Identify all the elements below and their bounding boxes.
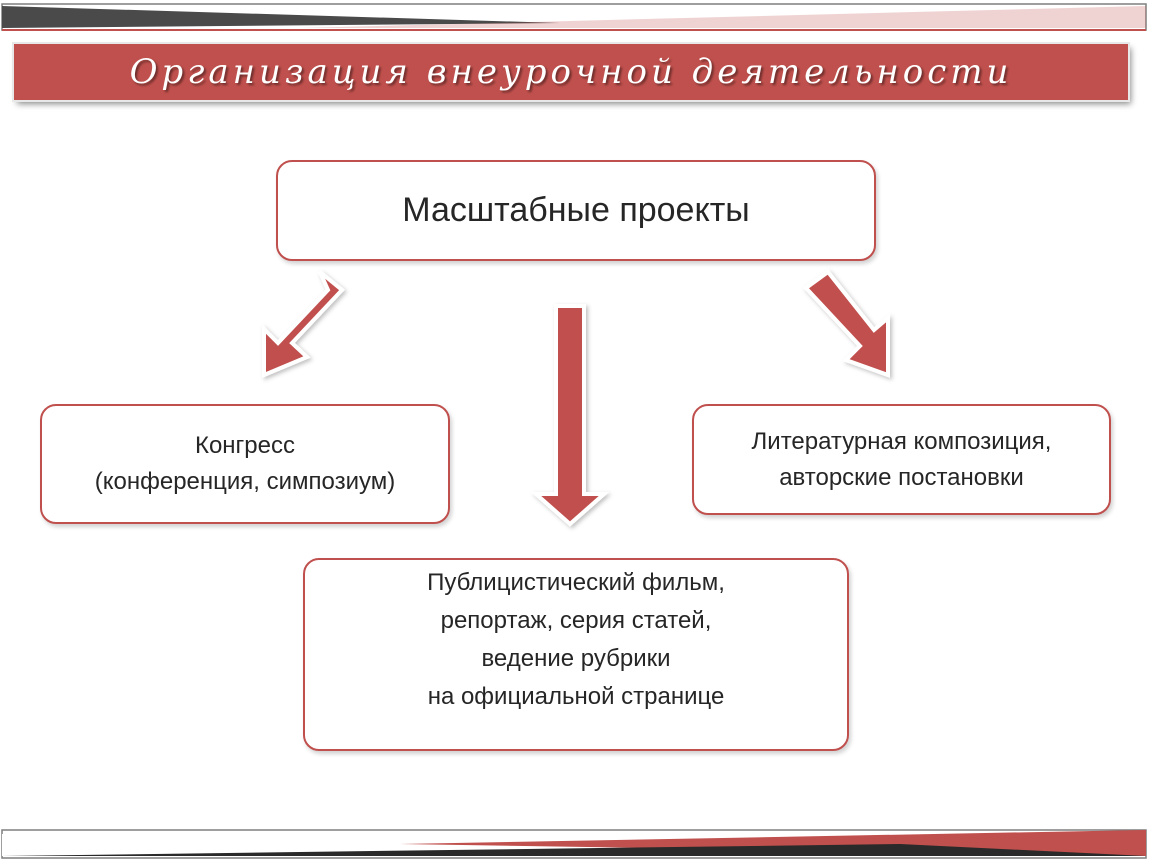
branch-bottom-line-2: репортаж, серия статей, [440, 607, 712, 634]
branch-right-line-1: Литературная композиция, [751, 427, 1052, 455]
root-node-label: Масштабные проекты [402, 191, 750, 229]
root-node: Масштабные проекты [276, 160, 876, 261]
branch-bottom-line-1: Публицистический фильм, [427, 569, 725, 596]
branch-bottom-line-3: ведение рубрики [481, 645, 671, 672]
branch-left-line-2: (конференция, симпозиум) [94, 468, 396, 495]
arrow-right [802, 269, 890, 378]
branch-node-right: Литературная композиция, авторские поста… [692, 404, 1111, 515]
page-title: Организация внеурочной деятельности [129, 52, 1013, 92]
title-banner: Организация внеурочной деятельности [14, 44, 1128, 100]
branch-node-bottom: Публицистический фильм, репортаж, серия … [303, 558, 849, 751]
branch-right-line-2: авторские постановки [779, 463, 1024, 491]
arrow-center [530, 304, 610, 527]
branch-left-line-1: Конгресс [194, 432, 295, 459]
branch-bottom-line-4: на официальной странице [427, 683, 725, 710]
branch-node-left: Конгресс (конференция, симпозиум) [40, 404, 450, 524]
arrow-left [262, 270, 345, 379]
